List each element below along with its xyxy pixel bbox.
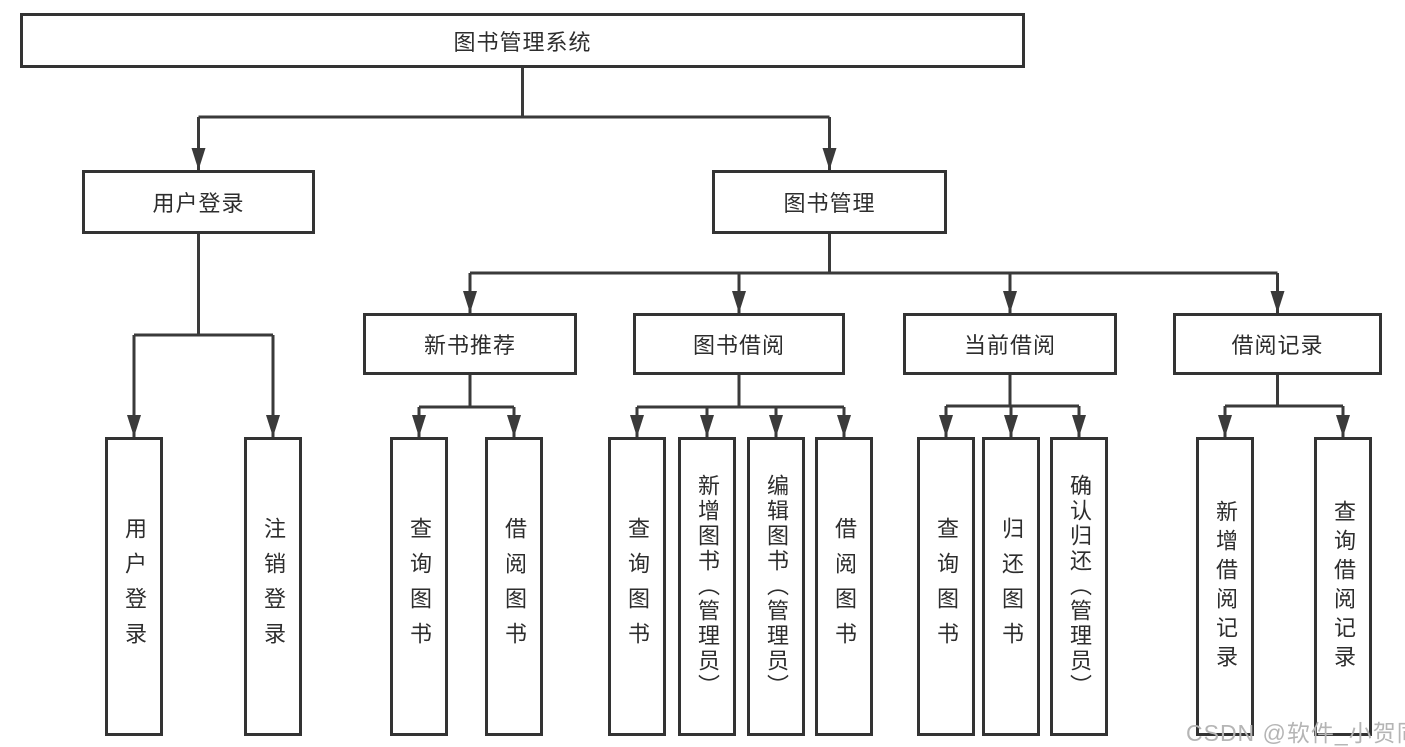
leaf-label: 确认归还（管理员） xyxy=(1067,474,1092,699)
node-leaf-query-borrow-record: 查询借阅记录 xyxy=(1314,437,1372,736)
node-borrowing-records: 借阅记录 xyxy=(1173,313,1382,375)
leaf-label: 查询图书 xyxy=(934,516,959,657)
node-user-login: 用户登录 xyxy=(82,170,315,234)
node-library-management-system: 图书管理系统 xyxy=(20,13,1025,68)
node-leaf-logout: 注销登录 xyxy=(244,437,302,736)
leaf-label: 借阅图书 xyxy=(832,516,857,657)
node-book-management: 图书管理 xyxy=(712,170,947,234)
leaf-label: 查询借阅记录 xyxy=(1331,499,1356,674)
node-leaf-borrow-books-2: 借阅图书 xyxy=(815,437,873,736)
node-leaf-return-books: 归还图书 xyxy=(982,437,1040,736)
leaf-label: 查询图书 xyxy=(625,516,650,657)
leaf-label: 新增借阅记录 xyxy=(1213,499,1238,674)
node-leaf-user-login: 用户登录 xyxy=(105,437,163,736)
node-book-borrowing: 图书借阅 xyxy=(633,313,845,375)
node-leaf-query-books-2: 查询图书 xyxy=(608,437,666,736)
node-leaf-edit-books-admin: 编辑图书（管理员） xyxy=(747,437,805,736)
node-leaf-query-books-1: 查询图书 xyxy=(390,437,448,736)
node-current-borrowing: 当前借阅 xyxy=(903,313,1117,375)
leaf-label: 新增图书（管理员） xyxy=(695,474,720,699)
leaf-label: 归还图书 xyxy=(999,516,1024,657)
node-leaf-add-books-admin: 新增图书（管理员） xyxy=(678,437,736,736)
node-new-book-recommendation: 新书推荐 xyxy=(363,313,577,375)
leaf-label: 借阅图书 xyxy=(502,516,527,657)
leaf-label: 注销登录 xyxy=(261,516,286,657)
leaf-label: 编辑图书（管理员） xyxy=(764,474,789,699)
leaf-label: 用户登录 xyxy=(122,516,147,657)
node-leaf-add-borrow-record: 新增借阅记录 xyxy=(1196,437,1254,736)
node-leaf-borrow-books-1: 借阅图书 xyxy=(485,437,543,736)
node-leaf-query-books-3: 查询图书 xyxy=(917,437,975,736)
csdn-watermark: CSDN @软件_小贺同学 xyxy=(1186,720,1405,746)
node-leaf-confirm-return-admin: 确认归还（管理员） xyxy=(1050,437,1108,736)
leaf-label: 查询图书 xyxy=(407,516,432,657)
